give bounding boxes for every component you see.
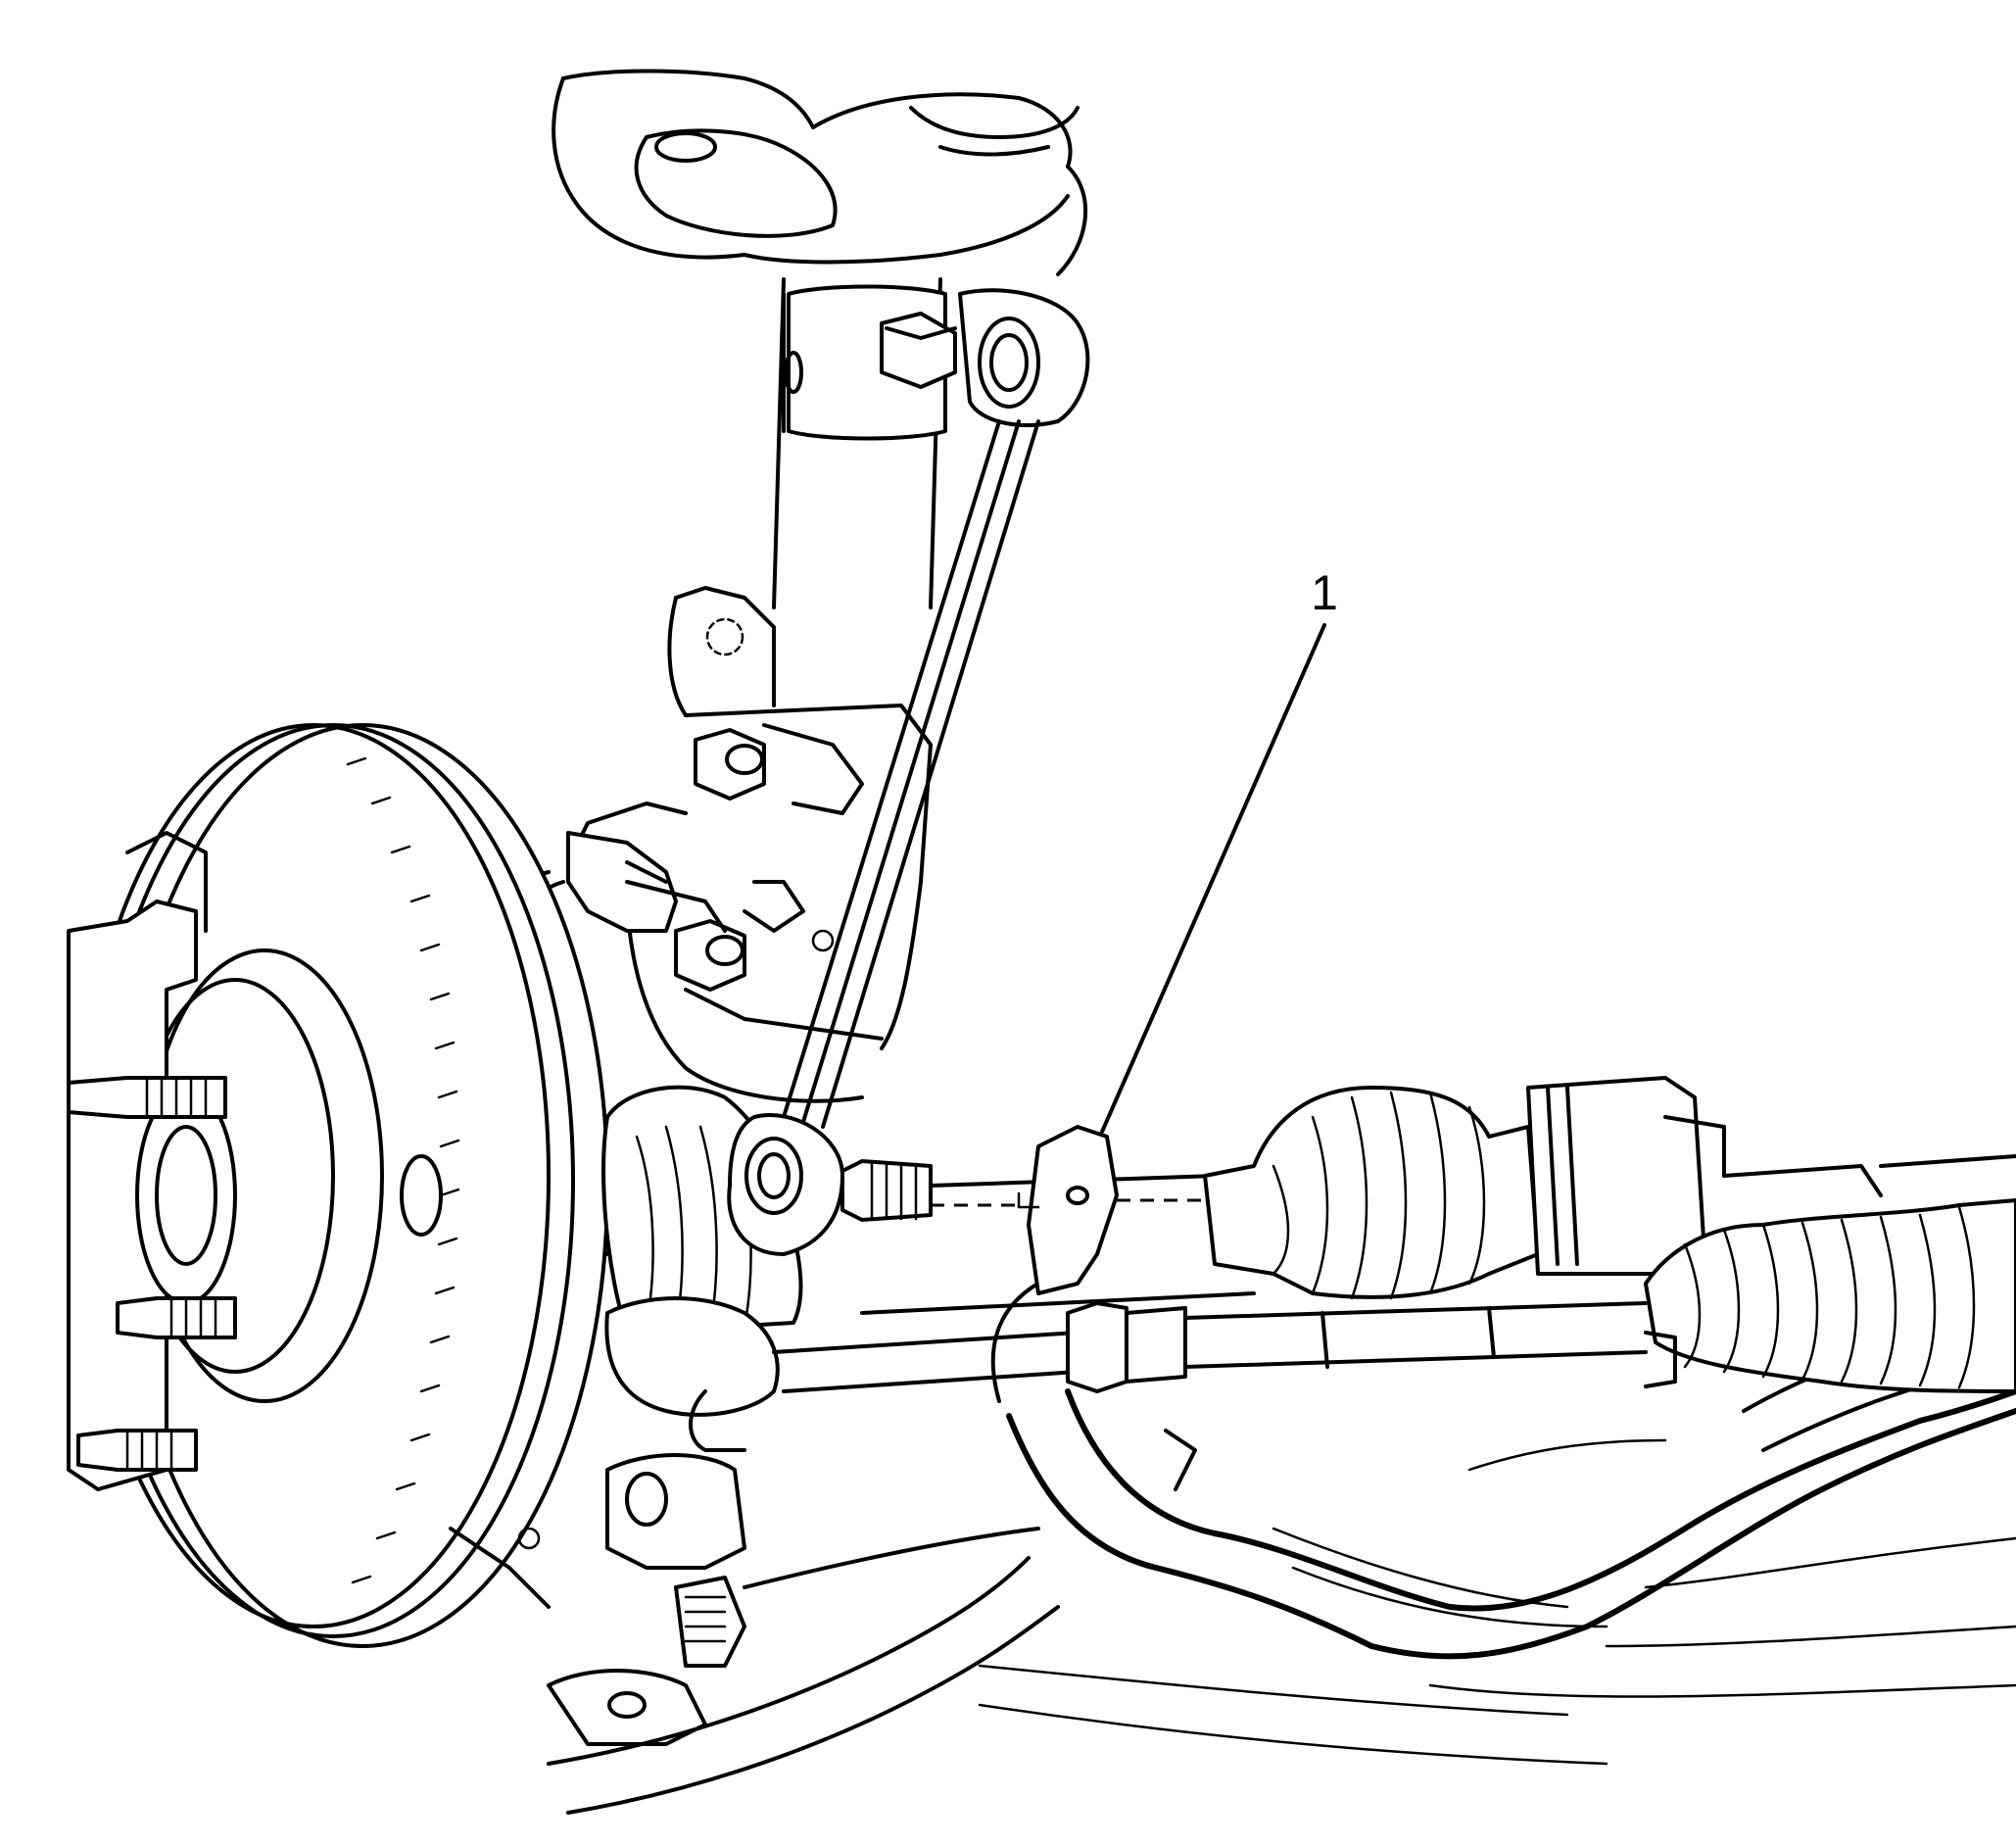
tie-rod [604,1154,2016,1452]
lower-ball-joint [449,1453,746,1746]
drive-axle [601,1076,1726,1335]
subframe [990,1272,2016,1698]
wheel-studs [67,1076,237,1472]
wheel-hub [67,831,237,1491]
callout-1-leader [1100,623,1326,1134]
lower-control-arm [547,1527,1608,1815]
callout-1-number: 1 [1311,565,1338,620]
steering-knuckle [566,586,933,1103]
callout-1: 1 [1100,565,1338,1134]
stabilizer-link [782,419,1040,1129]
rotor-vent-fins [346,756,460,1584]
stabilizer-bar-bracket [931,1125,1210,1295]
strut-assembly [552,69,1090,609]
